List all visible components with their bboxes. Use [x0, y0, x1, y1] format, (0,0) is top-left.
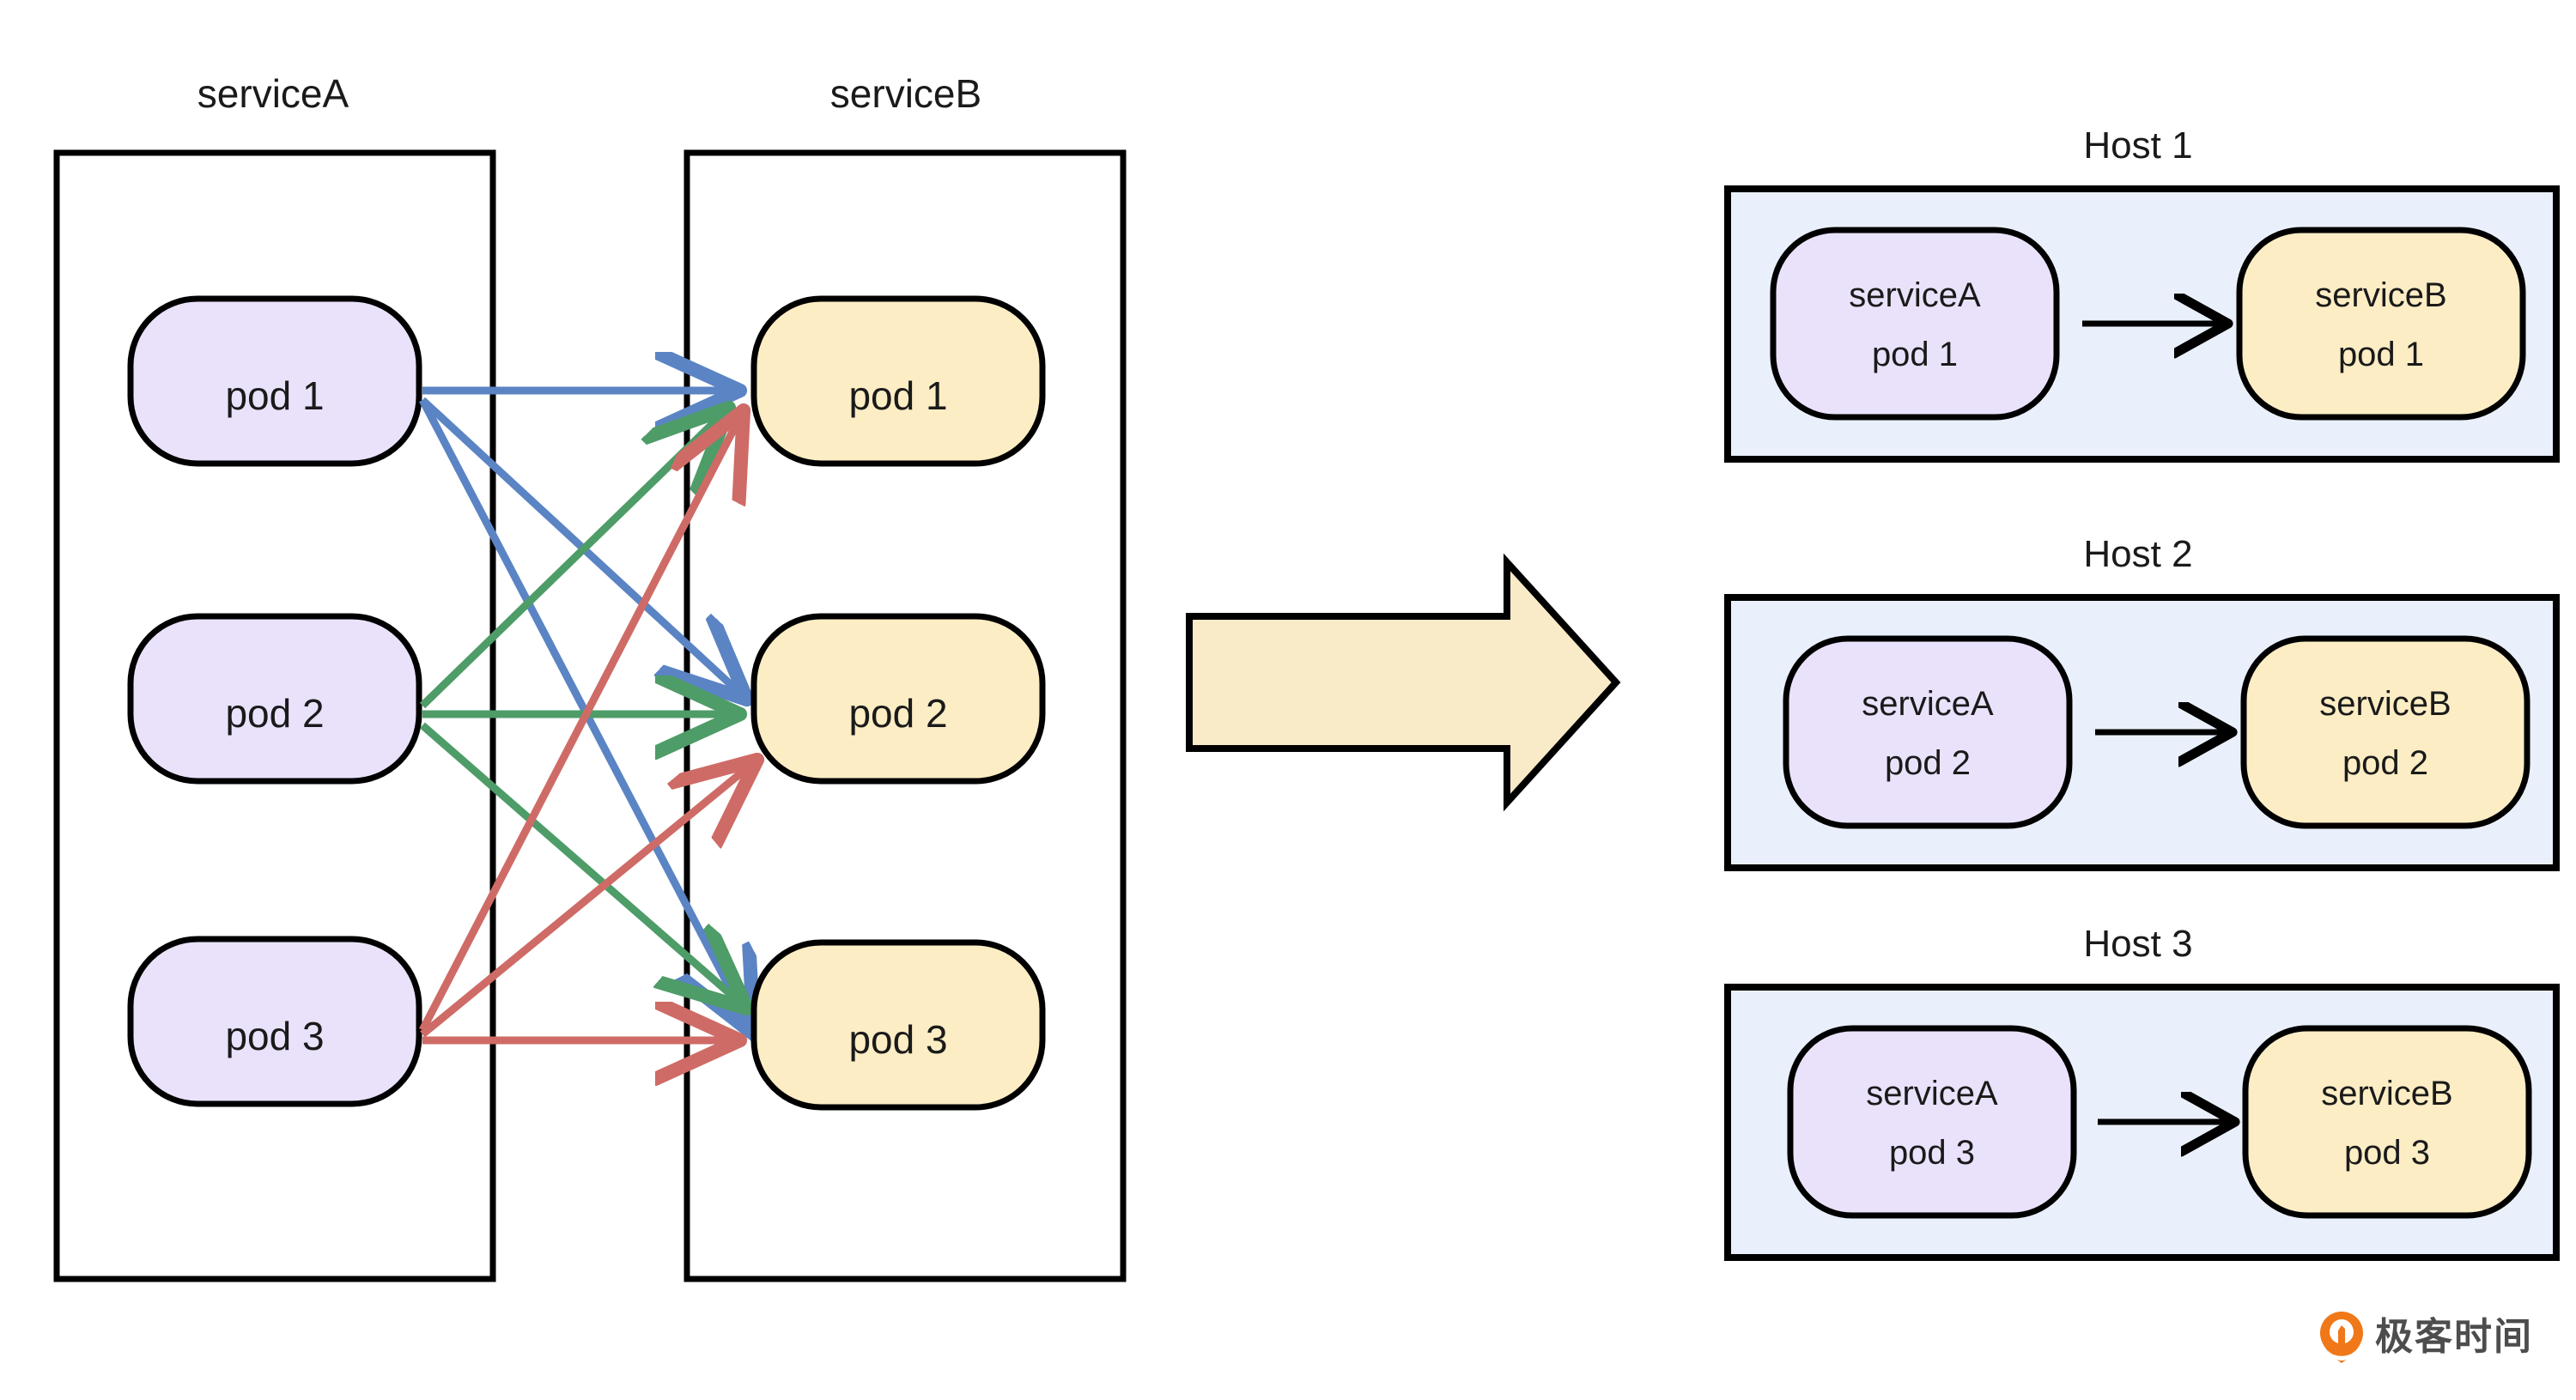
host-3-target-pod[interactable]: serviceB pod 3: [2242, 1025, 2532, 1219]
pod-shape: [127, 613, 422, 785]
serviceB-pod-2-label: pod 2: [848, 691, 947, 736]
host-3-target-pod-label: pod 3: [2344, 1134, 2430, 1172]
host-2-target-pod[interactable]: serviceB pod 2: [2240, 635, 2530, 829]
serviceA-pod-1[interactable]: pod 1: [127, 295, 422, 467]
host-2-source-service: serviceA: [1862, 685, 1994, 723]
pod-shape: [2240, 635, 2530, 829]
pod-shape: [1787, 1025, 2077, 1219]
pod-shape: [750, 939, 1046, 1111]
host-3-target-service: serviceB: [2321, 1075, 2452, 1112]
pod-shape: [2236, 227, 2526, 421]
serviceA-pod-3[interactable]: pod 3: [127, 936, 422, 1107]
pod-shape: [2242, 1025, 2532, 1219]
serviceA-pod-2-label: pod 2: [225, 691, 324, 736]
serviceA-pod-3-label: pod 3: [225, 1014, 324, 1058]
host-3-box: serviceA pod 3 serviceB pod 3: [1724, 984, 2560, 1261]
host-1-target-pod-label: pod 1: [2338, 336, 2424, 373]
pod-shape: [127, 295, 422, 467]
edge-a3-b1: [419, 410, 744, 1033]
serviceB-pod-2[interactable]: pod 2: [750, 613, 1046, 785]
watermark: 极客时间: [2318, 1311, 2533, 1364]
host-1-target-service: serviceB: [2315, 276, 2446, 314]
serviceA-pod-1-label: pod 1: [225, 373, 324, 418]
serviceB-pod-3-label: pod 3: [848, 1017, 947, 1062]
host-2-box: serviceA pod 2 serviceB pod 2: [1724, 594, 2560, 871]
serviceA-title: serviceA: [197, 71, 349, 116]
edge-a3-b2: [420, 760, 757, 1038]
host-1-title: Host 1: [2083, 124, 2192, 167]
host-2-target-service: serviceB: [2319, 685, 2451, 723]
host-1-target-pod[interactable]: serviceB pod 1: [2236, 227, 2526, 421]
host-1-source-service: serviceA: [1849, 276, 1981, 314]
host-2-source-pod[interactable]: serviceA pod 2: [1783, 635, 2073, 829]
serviceB-pod-3[interactable]: pod 3: [750, 939, 1046, 1111]
geektime-logo-icon: [2318, 1311, 2365, 1364]
edge-a2-b1: [419, 408, 729, 709]
pod-shape: [750, 295, 1046, 467]
pod-shape: [127, 936, 422, 1107]
host-2-target-pod-label: pod 2: [2342, 744, 2428, 782]
serviceA-pod-2[interactable]: pod 2: [127, 613, 422, 785]
host-2-source-pod-label: pod 2: [1885, 744, 1971, 782]
serviceB-pod-1[interactable]: pod 1: [750, 295, 1046, 467]
pod-shape: [750, 613, 1046, 785]
pod-shape: [1783, 635, 2073, 829]
host-2-title: Host 2: [2083, 533, 2192, 575]
host-3-title: Host 3: [2083, 923, 2192, 965]
serviceB-pod-1-label: pod 1: [848, 373, 947, 418]
host-1-source-pod-label: pod 1: [1872, 336, 1958, 373]
pod-shape: [1770, 227, 2060, 421]
serviceB-title: serviceB: [830, 71, 981, 116]
host-1-box: serviceA pod 1 serviceB pod 1: [1724, 185, 2560, 463]
edge-a2-b3: [420, 722, 747, 1009]
watermark-text: 极客时间: [2375, 1316, 2533, 1358]
host-1-source-pod[interactable]: serviceA pod 1: [1770, 227, 2060, 421]
big-right-arrow-icon: [1186, 553, 1621, 812]
host-3-source-service: serviceA: [1866, 1075, 1998, 1112]
host-3-source-pod[interactable]: serviceA pod 3: [1787, 1025, 2077, 1219]
host-3-source-pod-label: pod 3: [1889, 1134, 1975, 1172]
